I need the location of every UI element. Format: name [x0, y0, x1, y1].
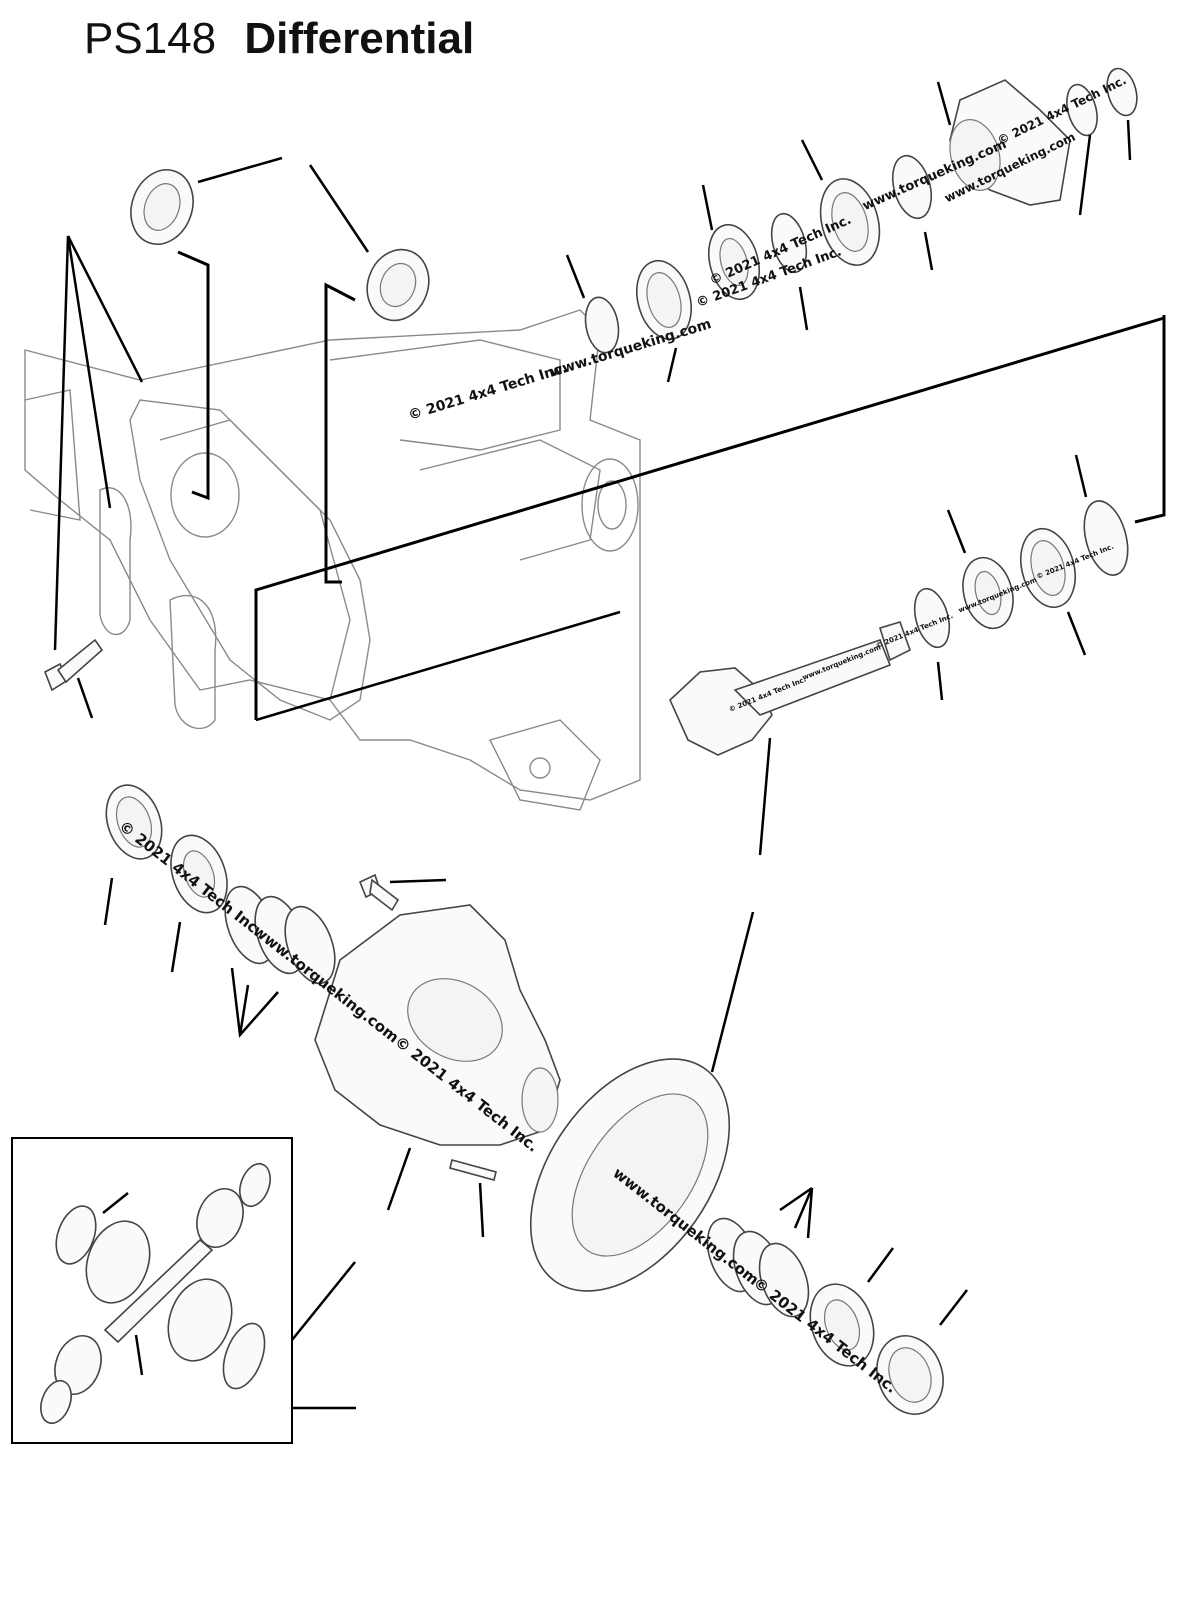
differential-case — [314, 904, 561, 1146]
watermark-website: www.torqueking.com — [548, 316, 713, 380]
pinion-small-seal — [584, 296, 620, 354]
differential-shaft — [103, 1238, 214, 1344]
pinion-yoke — [949, 79, 1071, 206]
pinion-mate-washer-top — [239, 1162, 271, 1208]
ring-gear-bolt — [358, 873, 400, 912]
crush-sleeve — [770, 212, 808, 274]
pinion-gear — [669, 621, 911, 756]
carrier-bearing-left — [170, 834, 228, 914]
pinion-seal — [819, 178, 881, 266]
pinion-mate-gear-top — [196, 1188, 244, 1248]
pinion-outer-bearing — [708, 223, 760, 301]
cap-bolt — [43, 638, 104, 692]
part-name: Differential — [244, 14, 475, 63]
spider-gear-inset — [11, 1137, 293, 1444]
watermark-copyright: © 2021 4x4 Tech Inc. — [406, 360, 569, 424]
carrier-shims-left — [224, 885, 336, 985]
carrier-shims-right — [706, 1217, 810, 1318]
ring-gear — [529, 1058, 731, 1292]
part-code: PS148 — [84, 14, 217, 63]
pinion-nut — [1106, 67, 1138, 117]
side-gear-left — [85, 1220, 151, 1304]
slinger-washer — [891, 154, 933, 220]
axle-housing — [24, 309, 641, 811]
carrier-bearing-race-left — [105, 784, 163, 860]
pinion-inner-bearing — [962, 556, 1014, 630]
pinion-outer-race — [636, 259, 692, 341]
side-gear-washer-left — [55, 1205, 97, 1265]
pinion-shim — [913, 587, 951, 649]
pinion-depth-shim — [1083, 500, 1129, 576]
cross-pin — [449, 1159, 497, 1181]
pinion-seal-top-left — [130, 169, 194, 245]
pinion-inner-race — [1020, 527, 1076, 609]
axle-bearing — [366, 248, 430, 322]
side-gear-washer-right — [222, 1322, 266, 1390]
side-gear-right — [167, 1278, 233, 1362]
page-title: PS148 Differential — [84, 14, 474, 64]
leader-lines — [53, 81, 1166, 1410]
carrier-bearing-race-right — [876, 1335, 944, 1415]
carrier-bearing-right — [809, 1283, 875, 1367]
pinion-mate-washer-bottom — [40, 1379, 72, 1425]
